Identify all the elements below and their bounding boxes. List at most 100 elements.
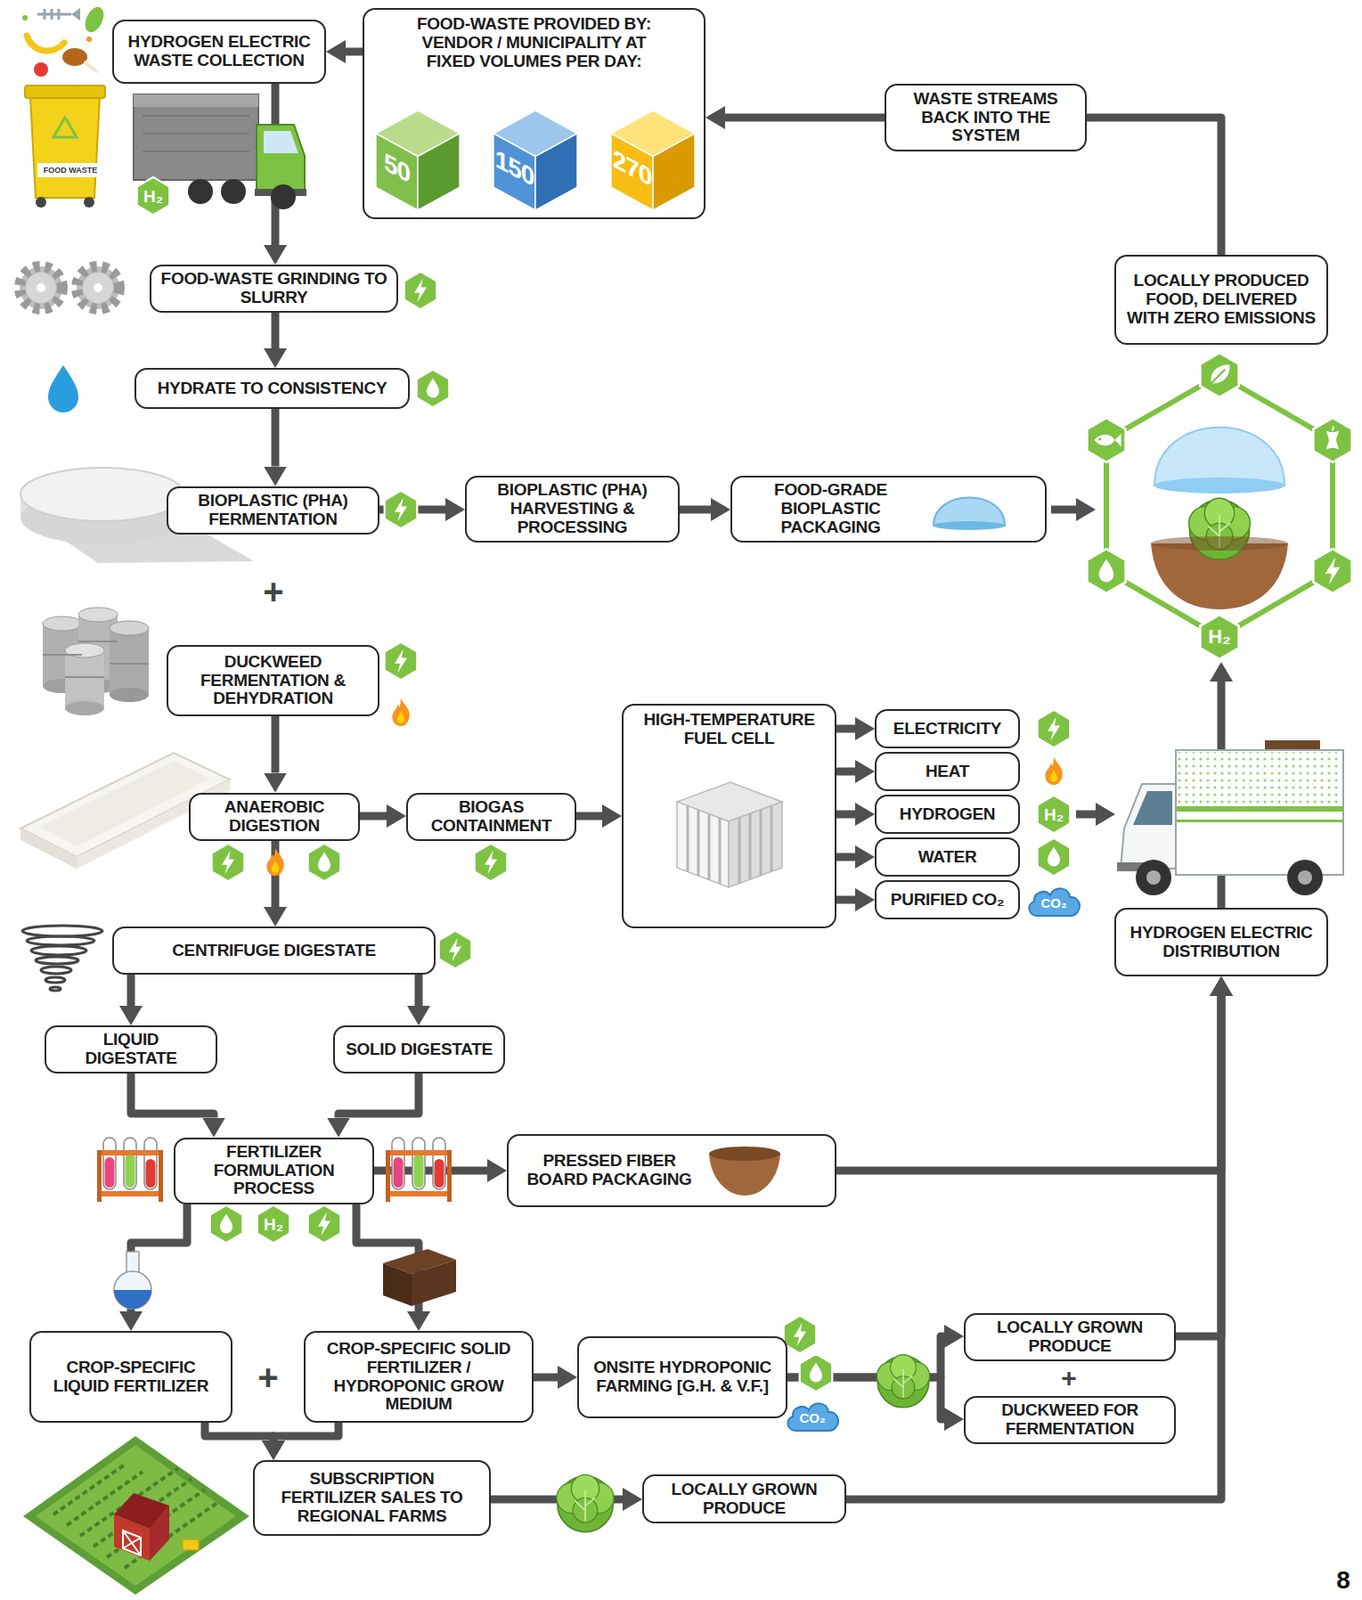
resource-icon — [1028, 888, 1080, 916]
plus-sign: + — [262, 573, 284, 610]
resource-icon — [787, 1402, 839, 1431]
box-label: LOCALLY PRODUCED FOOD, DELIVERED WITH ZE… — [1125, 271, 1318, 328]
food-waste-bin — [24, 85, 106, 208]
centrifuge-icon — [22, 925, 103, 991]
waste-truck — [133, 94, 307, 215]
food-waste-bin — [83, 196, 95, 208]
produce-ring — [1106, 375, 1333, 637]
box-label: HYDROGEN ELECTRIC WASTE COLLECTION — [122, 32, 316, 71]
liquid-flask — [114, 1271, 152, 1309]
water-drop — [48, 365, 79, 413]
centrifuge-icon — [40, 966, 72, 974]
food-waste-bin — [30, 96, 100, 198]
resource-icon — [308, 843, 342, 881]
centrifuge-icon — [26, 936, 95, 946]
delivery-van — [1117, 740, 1344, 896]
process-box: ONSITE HYDROPONIC FARMING [G.H. & V.F.] — [577, 1336, 788, 1419]
centrifuge-icon — [31, 946, 87, 955]
produce-ring — [1199, 614, 1239, 660]
resource-icon — [416, 369, 450, 408]
cube-face — [375, 133, 418, 211]
bioplastic-dome — [933, 521, 1005, 531]
produce-ring — [1154, 427, 1285, 486]
box-label: FERTILIZER FORMULATION PROCESS — [184, 1142, 364, 1199]
fuel-cell-box: HIGH-TEMPERATURE FUEL CELL — [621, 703, 837, 929]
food-scraps — [81, 4, 108, 36]
food-scraps — [22, 4, 107, 77]
waste-truck — [220, 179, 246, 204]
process-box: FOOD-GRADE BIOPLASTIC PACKAGING — [730, 475, 1047, 543]
flow-arrow — [374, 1166, 488, 1175]
cube-face — [417, 133, 460, 211]
duckweed-silos — [42, 607, 149, 716]
process-box: DUCKWEED FERMENTATION & DEHYDRATION — [166, 644, 380, 717]
hydrogen-badge: H₂ — [143, 187, 164, 205]
cube-face — [611, 133, 653, 211]
produce-ring — [1313, 417, 1352, 463]
flow-arrow — [836, 725, 856, 734]
flow-arrow — [725, 114, 885, 123]
food-scraps — [71, 8, 81, 21]
bin-label: FOOD WASTE — [43, 166, 98, 175]
hydrogen-badge: H₂ — [1043, 806, 1064, 824]
box-label: FOOD-GRADE BIOPLASTIC PACKAGING — [741, 481, 921, 538]
bioplastic-dome — [933, 497, 1005, 531]
box-label: HYDROGEN ELECTRIC DISTRIBUTION — [1125, 923, 1318, 962]
flow-arrow — [1175, 995, 1222, 1337]
box-label: HEAT — [885, 762, 1010, 782]
food-scraps — [86, 36, 92, 42]
box-label: LIQUID DIGESTATE — [55, 1030, 207, 1069]
regional-farm — [149, 1505, 170, 1561]
delivery-van — [1175, 819, 1344, 823]
lettuce-icon — [556, 1354, 930, 1533]
waste-truck — [133, 94, 259, 107]
output-box: PURIFIED CO₂ — [874, 880, 1020, 920]
produce-ring — [1199, 352, 1239, 398]
food-scraps — [62, 48, 88, 66]
test-tubes — [385, 1137, 452, 1202]
delivery-van — [1133, 791, 1173, 825]
cube-face — [493, 133, 536, 211]
fiber-bowl — [709, 1146, 781, 1196]
food-waste-bin — [24, 85, 106, 98]
resource-icon — [783, 1315, 817, 1354]
flow-arrow — [415, 974, 424, 1006]
water-drop — [48, 365, 79, 413]
process-box: LOCALLY PRODUCED FOOD, DELIVERED WITH ZE… — [1114, 254, 1329, 345]
regional-farm — [23, 1435, 250, 1595]
duckweed-silos — [65, 650, 105, 709]
flow-arrow — [271, 312, 280, 349]
produce-ring — [1150, 536, 1289, 551]
box-label: FOOD-WASTE PROVIDED BY: VENDOR / MUNICIP… — [400, 15, 669, 72]
process-box: LOCALLY GROWN PRODUCE — [963, 1313, 1176, 1362]
process-box: DUCKWEED FOR FERMENTATION — [963, 1395, 1176, 1444]
waste-truck — [187, 179, 213, 204]
process-box: HYDROGEN ELECTRIC DISTRIBUTION — [1114, 907, 1329, 977]
flow-arrow — [846, 995, 1222, 1500]
liquid-flask — [114, 1251, 152, 1309]
food-scraps — [22, 15, 28, 21]
box-label: PRESSED FIBER BOARD PACKAGING — [517, 1151, 702, 1190]
regional-farm — [53, 1464, 219, 1568]
waste-truck — [270, 184, 296, 210]
output-box: HYDROGEN — [874, 794, 1020, 834]
digester-tank — [40, 760, 211, 847]
volume-cube: 150 — [492, 109, 579, 212]
resource-icon — [1037, 709, 1071, 748]
centrifuge-icon — [22, 925, 103, 937]
flow-arrow — [359, 812, 387, 821]
process-box: LIQUID DIGESTATE — [44, 1025, 218, 1074]
fiber-bowl — [709, 1146, 781, 1161]
food-waste-bin — [53, 117, 77, 138]
process-box: HYDROGEN ELECTRIC WASTE COLLECTION — [112, 19, 327, 84]
regional-farm — [182, 1539, 199, 1550]
box-label: BIOPLASTIC (PHA) HARVESTING & PROCESSING — [475, 481, 669, 538]
delivery-van — [1175, 750, 1344, 875]
co2-badge: CO₂ — [1040, 896, 1067, 910]
flow-arrow — [271, 716, 280, 774]
lettuce-icon — [876, 1354, 930, 1408]
duckweed-silos — [109, 687, 149, 702]
process-box: BIOPLASTIC (PHA) FERMENTATION — [166, 486, 380, 535]
source-panel: FOOD-WASTE PROVIDED BY: VENDOR / MUNICIP… — [362, 8, 706, 220]
process-box: CROP-SPECIFIC SOLID FERTILIZER / HYDROPO… — [303, 1330, 534, 1423]
